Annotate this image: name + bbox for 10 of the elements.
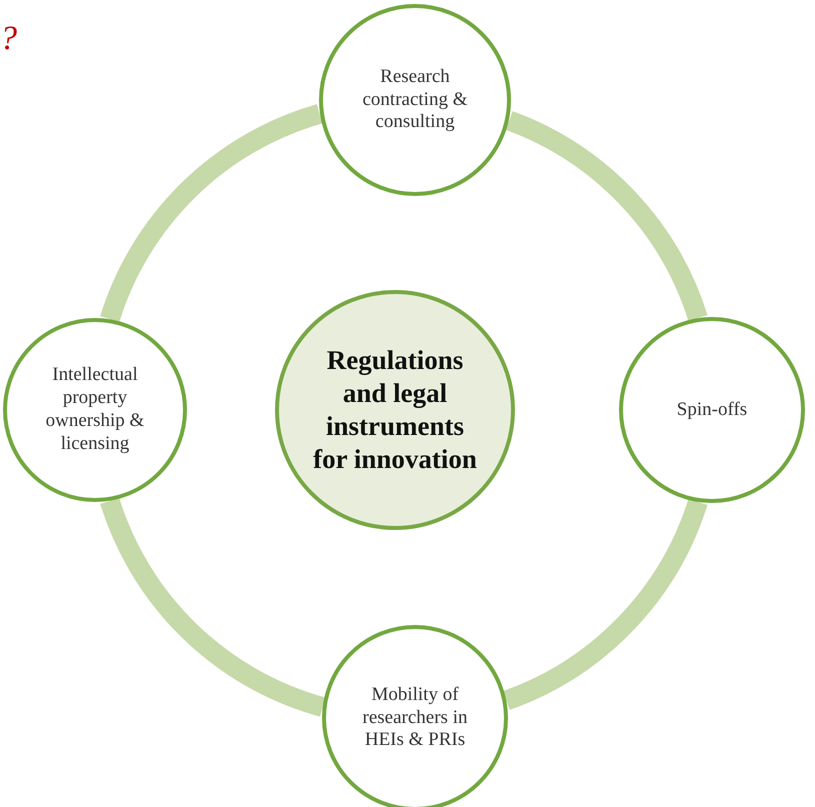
topic-text: Research contracting & consulting <box>362 66 468 134</box>
question-mark: ? <box>0 22 17 56</box>
ring-connector <box>100 104 323 323</box>
central-topic-text: Regulations and legal instruments for innovation <box>312 344 478 476</box>
topic-text: Intellectual property ownership & licensing <box>44 364 146 456</box>
topic-text: Mobility of researchers in HEIs & PRIs <box>362 684 468 752</box>
ring-connector <box>502 498 708 710</box>
topic-text: Spin-offs <box>676 398 748 422</box>
ring-connector <box>505 111 708 322</box>
ring-connector <box>100 497 326 717</box>
